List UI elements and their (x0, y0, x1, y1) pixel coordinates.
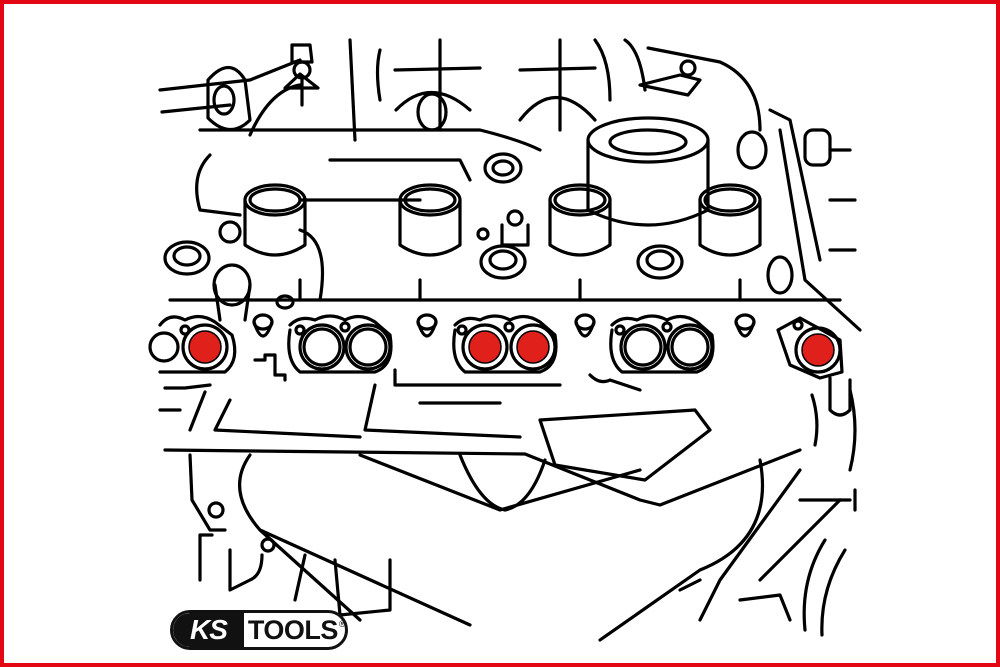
marker-hole-1 (188, 330, 222, 364)
ks-tools-logo: KS TOOLS ® (170, 610, 348, 650)
registered-mark: ® (338, 619, 345, 629)
logo-ks-text: KS (173, 613, 244, 647)
marker-hole-4 (801, 333, 835, 367)
marker-hole-3 (516, 330, 550, 364)
marker-hole-2 (468, 330, 502, 364)
logo-tools-word: TOOLS (247, 614, 339, 645)
logo-tools-text: TOOLS ® (244, 613, 345, 647)
